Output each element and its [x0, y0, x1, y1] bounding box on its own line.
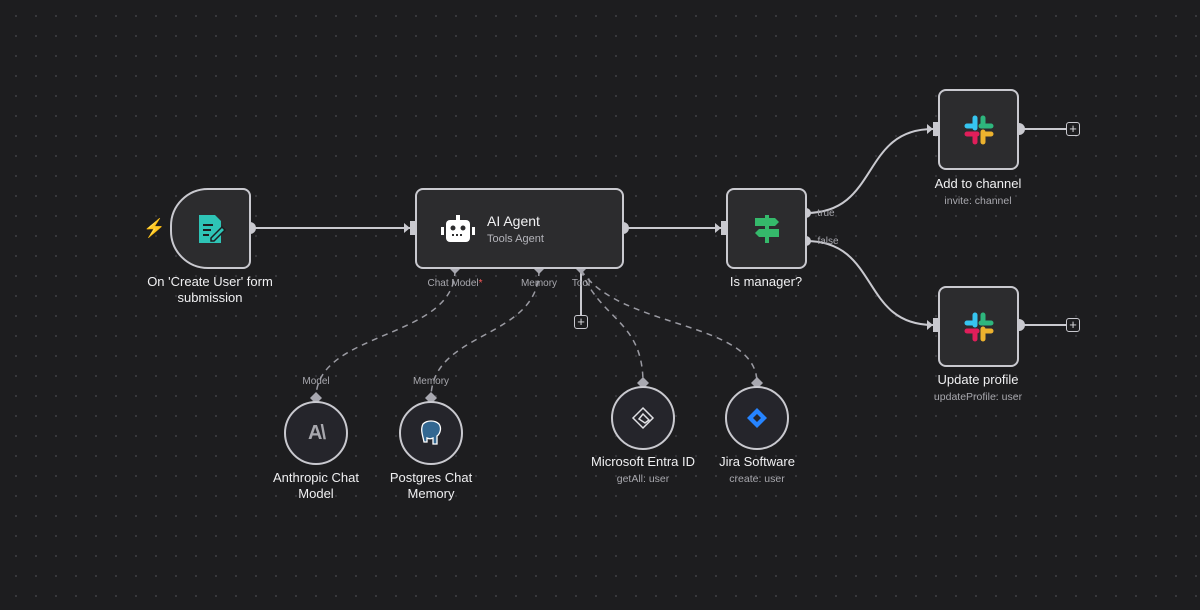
jira-subtitle: create: user — [729, 473, 785, 485]
if-label: Is manager? — [729, 274, 803, 289]
add-tool-button[interactable]: + — [574, 315, 588, 329]
slack-add-subtitle: invite: channel — [944, 195, 1012, 207]
postgres-handle-label: Memory — [412, 376, 450, 387]
anthropic-icon: A\ — [308, 421, 326, 444]
postgres-node[interactable] — [399, 401, 463, 465]
ai-agent-node[interactable]: AI Agent Tools Agent — [415, 188, 624, 269]
anthropic-node[interactable]: A\ — [284, 401, 348, 465]
add-after-slack-add-button[interactable]: + — [1066, 122, 1080, 136]
slack-icon — [964, 115, 993, 144]
slack-add-label: Add to channel — [934, 176, 1022, 191]
trigger-node[interactable] — [170, 188, 251, 269]
entra-label: Microsoft Entra ID — [590, 454, 696, 469]
edge-tool-entra — [580, 269, 644, 384]
postgres-icon — [421, 420, 442, 445]
edge-if-true — [805, 128, 934, 214]
anthropic-handle-label: Model — [302, 376, 330, 387]
form-icon — [198, 214, 226, 243]
handle-tool[interactable]: Tool — [571, 278, 591, 289]
edge-memory — [430, 269, 540, 399]
slack-icon — [964, 312, 993, 341]
robot-icon — [441, 214, 475, 242]
agent-subtitle: Tools Agent — [487, 232, 544, 245]
slack-update-subtitle: updateProfile: user — [933, 391, 1023, 403]
output-true[interactable]: true — [817, 208, 835, 219]
entra-node[interactable] — [611, 386, 675, 450]
edge-tool-jira — [580, 269, 758, 384]
edge-if-false — [805, 240, 934, 326]
entra-subtitle: getAll: user — [616, 473, 670, 485]
slack-update-node[interactable] — [938, 286, 1019, 367]
handle-memory[interactable]: Memory — [520, 278, 558, 289]
output-false[interactable]: false — [817, 236, 839, 247]
handle-chat-model[interactable]: Chat Model* — [427, 278, 483, 289]
jira-node[interactable] — [725, 386, 789, 450]
signpost-icon — [754, 214, 779, 243]
edge-model — [315, 269, 456, 399]
entra-icon — [631, 406, 655, 430]
jira-icon — [747, 408, 767, 428]
if-node[interactable] — [726, 188, 807, 269]
jira-label: Jira Software — [719, 454, 795, 469]
slack-add-node[interactable] — [938, 89, 1019, 170]
slack-update-label: Update profile — [937, 372, 1019, 387]
agent-title: AI Agent — [487, 212, 540, 229]
add-after-slack-update-button[interactable]: + — [1066, 318, 1080, 332]
trigger-lightning-icon: ⚡ — [143, 218, 166, 238]
